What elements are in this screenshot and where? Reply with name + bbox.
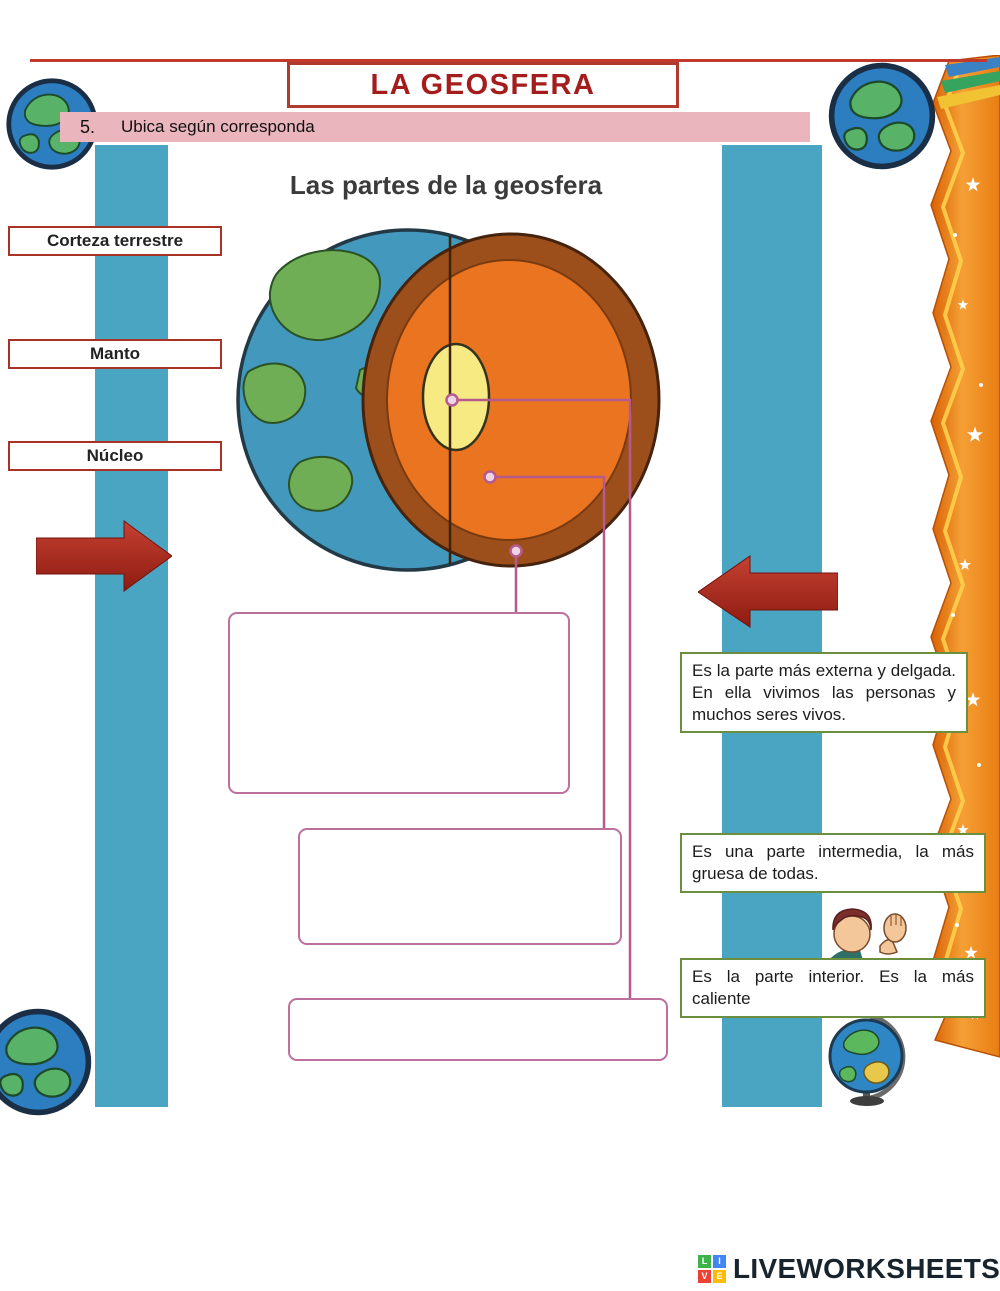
answer-box-mantle[interactable] [298,828,622,945]
left-teal-stripe [95,145,168,1107]
left-pointing-arrow [698,555,838,628]
label-corteza-text: Corteza terrestre [46,231,184,250]
desk-globe-illustration [828,1013,906,1106]
answer-box-core[interactable] [288,998,668,1061]
right-pointing-arrow [36,520,172,592]
description-crust-text: Es la parte más externa y delgada. En el… [692,661,956,724]
answer-box-crust[interactable] [228,612,570,794]
corner-stripe-yellow [937,85,1000,109]
waving-child-illustration [826,908,907,964]
orange-side-band [930,55,1000,1058]
corner-stripe-blue [945,57,1000,77]
description-core: Es la parte interior. Es la más caliente [680,958,986,1018]
logo-cell-i: I [713,1255,726,1268]
label-corteza-terrestre[interactable]: Corteza terrestre [8,226,222,256]
instruction-bar: 5. Ubica según corresponda [60,112,810,142]
core-layer [421,342,491,452]
title-banner: LA GEOSFERA [287,62,679,108]
liveworksheets-logo[interactable]: L I V E LIVEWORKSHEETS [698,1252,1000,1286]
logo-cell-v: V [698,1270,711,1283]
right-teal-stripe [722,145,822,1107]
logo-cell-e: E [713,1270,726,1283]
globe-illustration-top-right [826,60,938,172]
description-core-text: Es la parte interior. Es la más caliente [692,967,974,1008]
description-mantle: Es una parte intermedia, la más gruesa d… [680,833,986,893]
instruction-text: Ubica según corresponda [121,117,315,136]
logo-cell-l: L [698,1255,711,1268]
brand-wordmark: LIVEWORKSHEETS [733,1253,1000,1284]
top-red-divider [30,59,987,62]
description-crust: Es la parte más externa y delgada. En el… [680,652,968,734]
page-title: LA GEOSFERA [370,68,596,101]
label-manto-text: Manto [89,344,141,363]
corner-stripe-green [941,71,1000,93]
exercise-number: 5. [80,116,96,137]
label-nucleo-text: Núcleo [86,446,144,465]
label-nucleo[interactable]: Núcleo [8,441,222,471]
label-manto[interactable]: Manto [8,339,222,369]
liveworksheets-logo-grid: L I V E [698,1255,726,1283]
description-mantle-text: Es una parte intermedia, la más gruesa d… [692,842,974,883]
diagram-title: Las partes de la geosfera [289,170,603,200]
earth-cutaway-diagram [236,228,661,572]
globe-illustration-bottom-left [0,1006,94,1118]
